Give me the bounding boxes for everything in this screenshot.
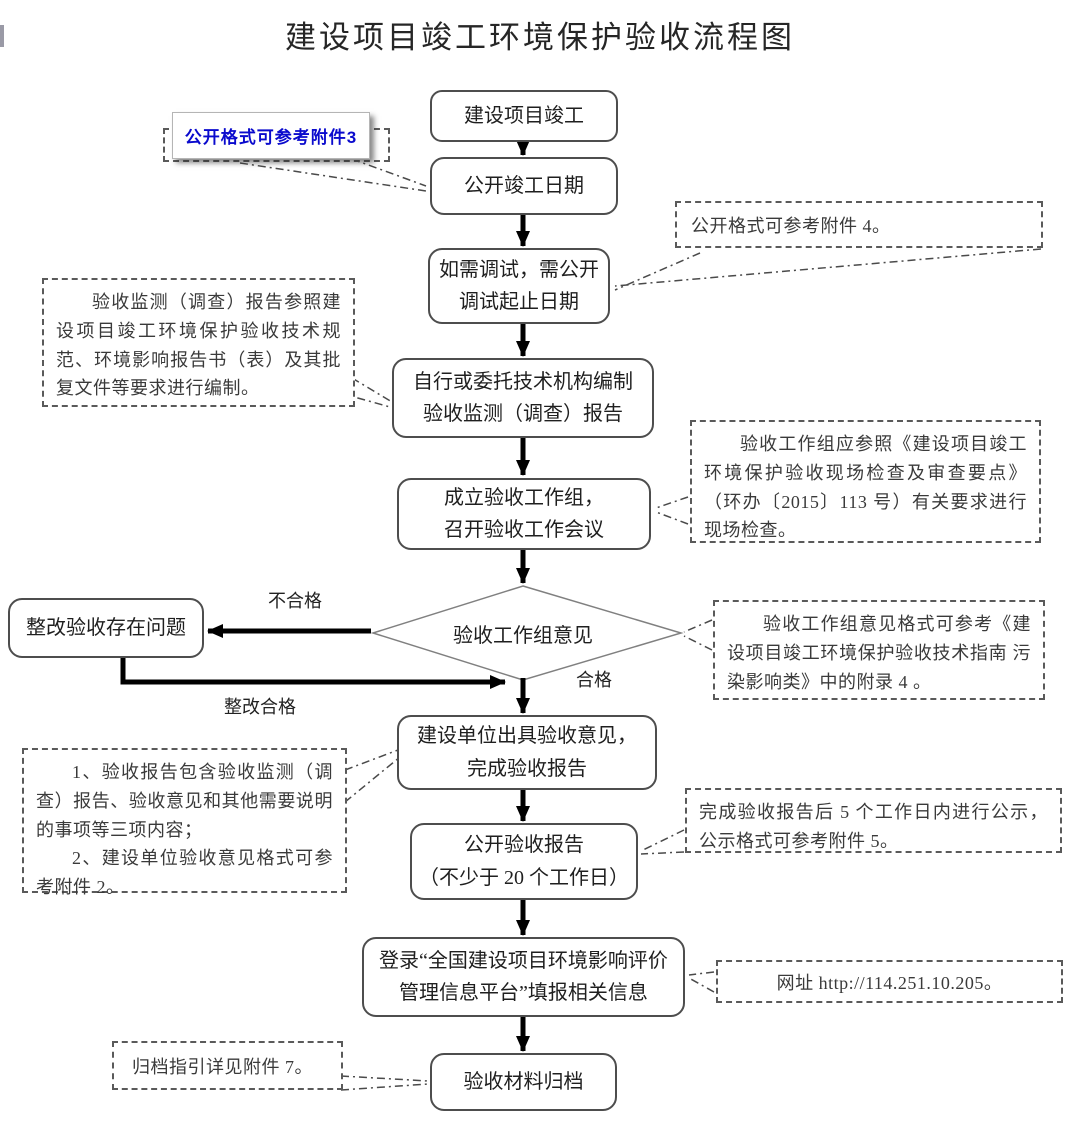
tail-sitecheck-a xyxy=(655,496,689,509)
tail-archiveguide-b xyxy=(340,1083,429,1091)
node-login-platform: 登录“全国建设项目环境影响评价 管理信息平台”填报相关信息 xyxy=(362,937,685,1017)
tail-publicity-b xyxy=(640,851,685,855)
tail-archiveguide-a xyxy=(340,1075,429,1082)
node-line: 验收监测（调查）报告 xyxy=(423,403,623,425)
annotation-opinion-format: 验收工作组意见格式可参考《建设项目竣工环境保护验收技术指南 污染影响类》中的附录… xyxy=(713,600,1045,700)
page-title: 建设项目竣工环境保护验收流程图 xyxy=(285,20,795,55)
node-issue-acceptance-opinion: 建设单位出具验收意见， 完成验收报告 xyxy=(397,715,657,790)
annotation-attachment4: 公开格式可参考附件 4。 xyxy=(675,201,1043,248)
edge-label-fail: 不合格 xyxy=(268,591,322,611)
tail-reportcontents-b xyxy=(344,756,401,803)
decision-label-text: 验收工作组意见 xyxy=(453,624,593,647)
edge-label-rectified: 整改合格 xyxy=(224,697,296,717)
node-rectify-problems: 整改验收存在问题 xyxy=(8,598,204,658)
annotation-archive-guide: 归档指引详见附件 7。 xyxy=(112,1041,343,1090)
node-publish-completion-date: 公开竣工日期 xyxy=(430,157,618,215)
node-label: 建设项目竣工 xyxy=(464,104,584,127)
node-working-group-meeting: 成立验收工作组， 召开验收工作会议 xyxy=(397,478,651,550)
edge-label-pass: 合格 xyxy=(576,670,612,690)
tail-attachment4-b xyxy=(614,252,701,291)
node-line: 自行或委托技术机构编制 xyxy=(413,370,633,393)
tail-website-a xyxy=(688,971,715,976)
node-line: 成立验收工作组， xyxy=(444,486,604,509)
node-label: 验收材料归档 xyxy=(463,1070,584,1093)
node-label: 公开竣工日期 xyxy=(464,174,584,197)
tail-opinionformat-a xyxy=(683,619,713,633)
tail-sitecheck-b xyxy=(655,511,689,525)
annotation-site-check: 验收工作组应参照《建设项目竣工环境保护验收现场检查及审查要点》（环办〔2015〕… xyxy=(690,420,1041,543)
tail-attachment3-b xyxy=(351,158,427,187)
scan-artifact xyxy=(0,25,4,47)
callout-tails xyxy=(239,158,1042,1091)
node-line: 建设单位出具验收意见， xyxy=(417,725,637,748)
node-project-completion: 建设项目竣工 xyxy=(430,90,618,142)
annotation-report-contents: 1、验收报告包含验收监测（调查）报告、验收意见和其他需要说明的事项等三项内容； … xyxy=(22,748,347,897)
tail-reportbasis-b xyxy=(339,392,391,408)
node-line: 调试起止日期 xyxy=(459,291,579,313)
tail-reportcontents-a xyxy=(344,749,399,771)
node-line: 完成验收报告 xyxy=(467,757,587,780)
node-line: 召开验收工作会议 xyxy=(444,519,604,541)
annotation-item: 2、建设单位验收意见格式可参考附件 2。 xyxy=(36,848,333,898)
annotation-report-basis: 验收监测（调查）报告参照建设项目竣工环境保护验收技术规范、环境影响报告书（表）及… xyxy=(42,278,355,407)
tail-attachment4-a xyxy=(614,248,1042,287)
node-label: 整改验收存在问题 xyxy=(26,616,186,639)
node-line: 登录“全国建设项目环境影响评价 xyxy=(379,949,668,972)
tail-website-b xyxy=(688,977,715,993)
tail-opinionformat-b xyxy=(683,635,713,651)
node-line: 管理信息平台”填报相关信息 xyxy=(399,982,648,1004)
tail-publicity-a xyxy=(640,829,685,852)
node-line: 如需调试，需公开 xyxy=(439,258,599,281)
node-line: 公开验收报告 xyxy=(464,834,584,857)
annotation-item: 1、验收报告包含验收监测（调查）报告、验收意见和其他需要说明的事项等三项内容； xyxy=(36,762,333,840)
tail-attachment3-a xyxy=(239,162,427,192)
flow-arrows xyxy=(120,140,530,1052)
decision-working-group-opinion: 验收工作组意见 xyxy=(398,615,648,651)
arrow-rectified-return xyxy=(120,656,506,689)
annotation-publicity: 完成验收报告后 5 个工作日内进行公示，公示格式可参考附件 5。 xyxy=(685,788,1062,853)
node-archive-materials: 验收材料归档 xyxy=(430,1053,617,1111)
node-debugging-period: 如需调试，需公开 调试起止日期 xyxy=(428,248,610,324)
node-line: （不少于 20 个工作日） xyxy=(419,866,629,889)
tail-reportbasis-a xyxy=(351,377,393,403)
node-publish-acceptance-report: 公开验收报告 （不少于 20 个工作日） xyxy=(410,823,638,900)
annotation-attachment3: 公开格式可参考附件3 xyxy=(172,112,370,159)
annotation-website: 网址 http://114.251.10.205。 xyxy=(716,960,1063,1003)
node-prepare-monitoring-report: 自行或委托技术机构编制 验收监测（调查）报告 xyxy=(392,358,654,438)
